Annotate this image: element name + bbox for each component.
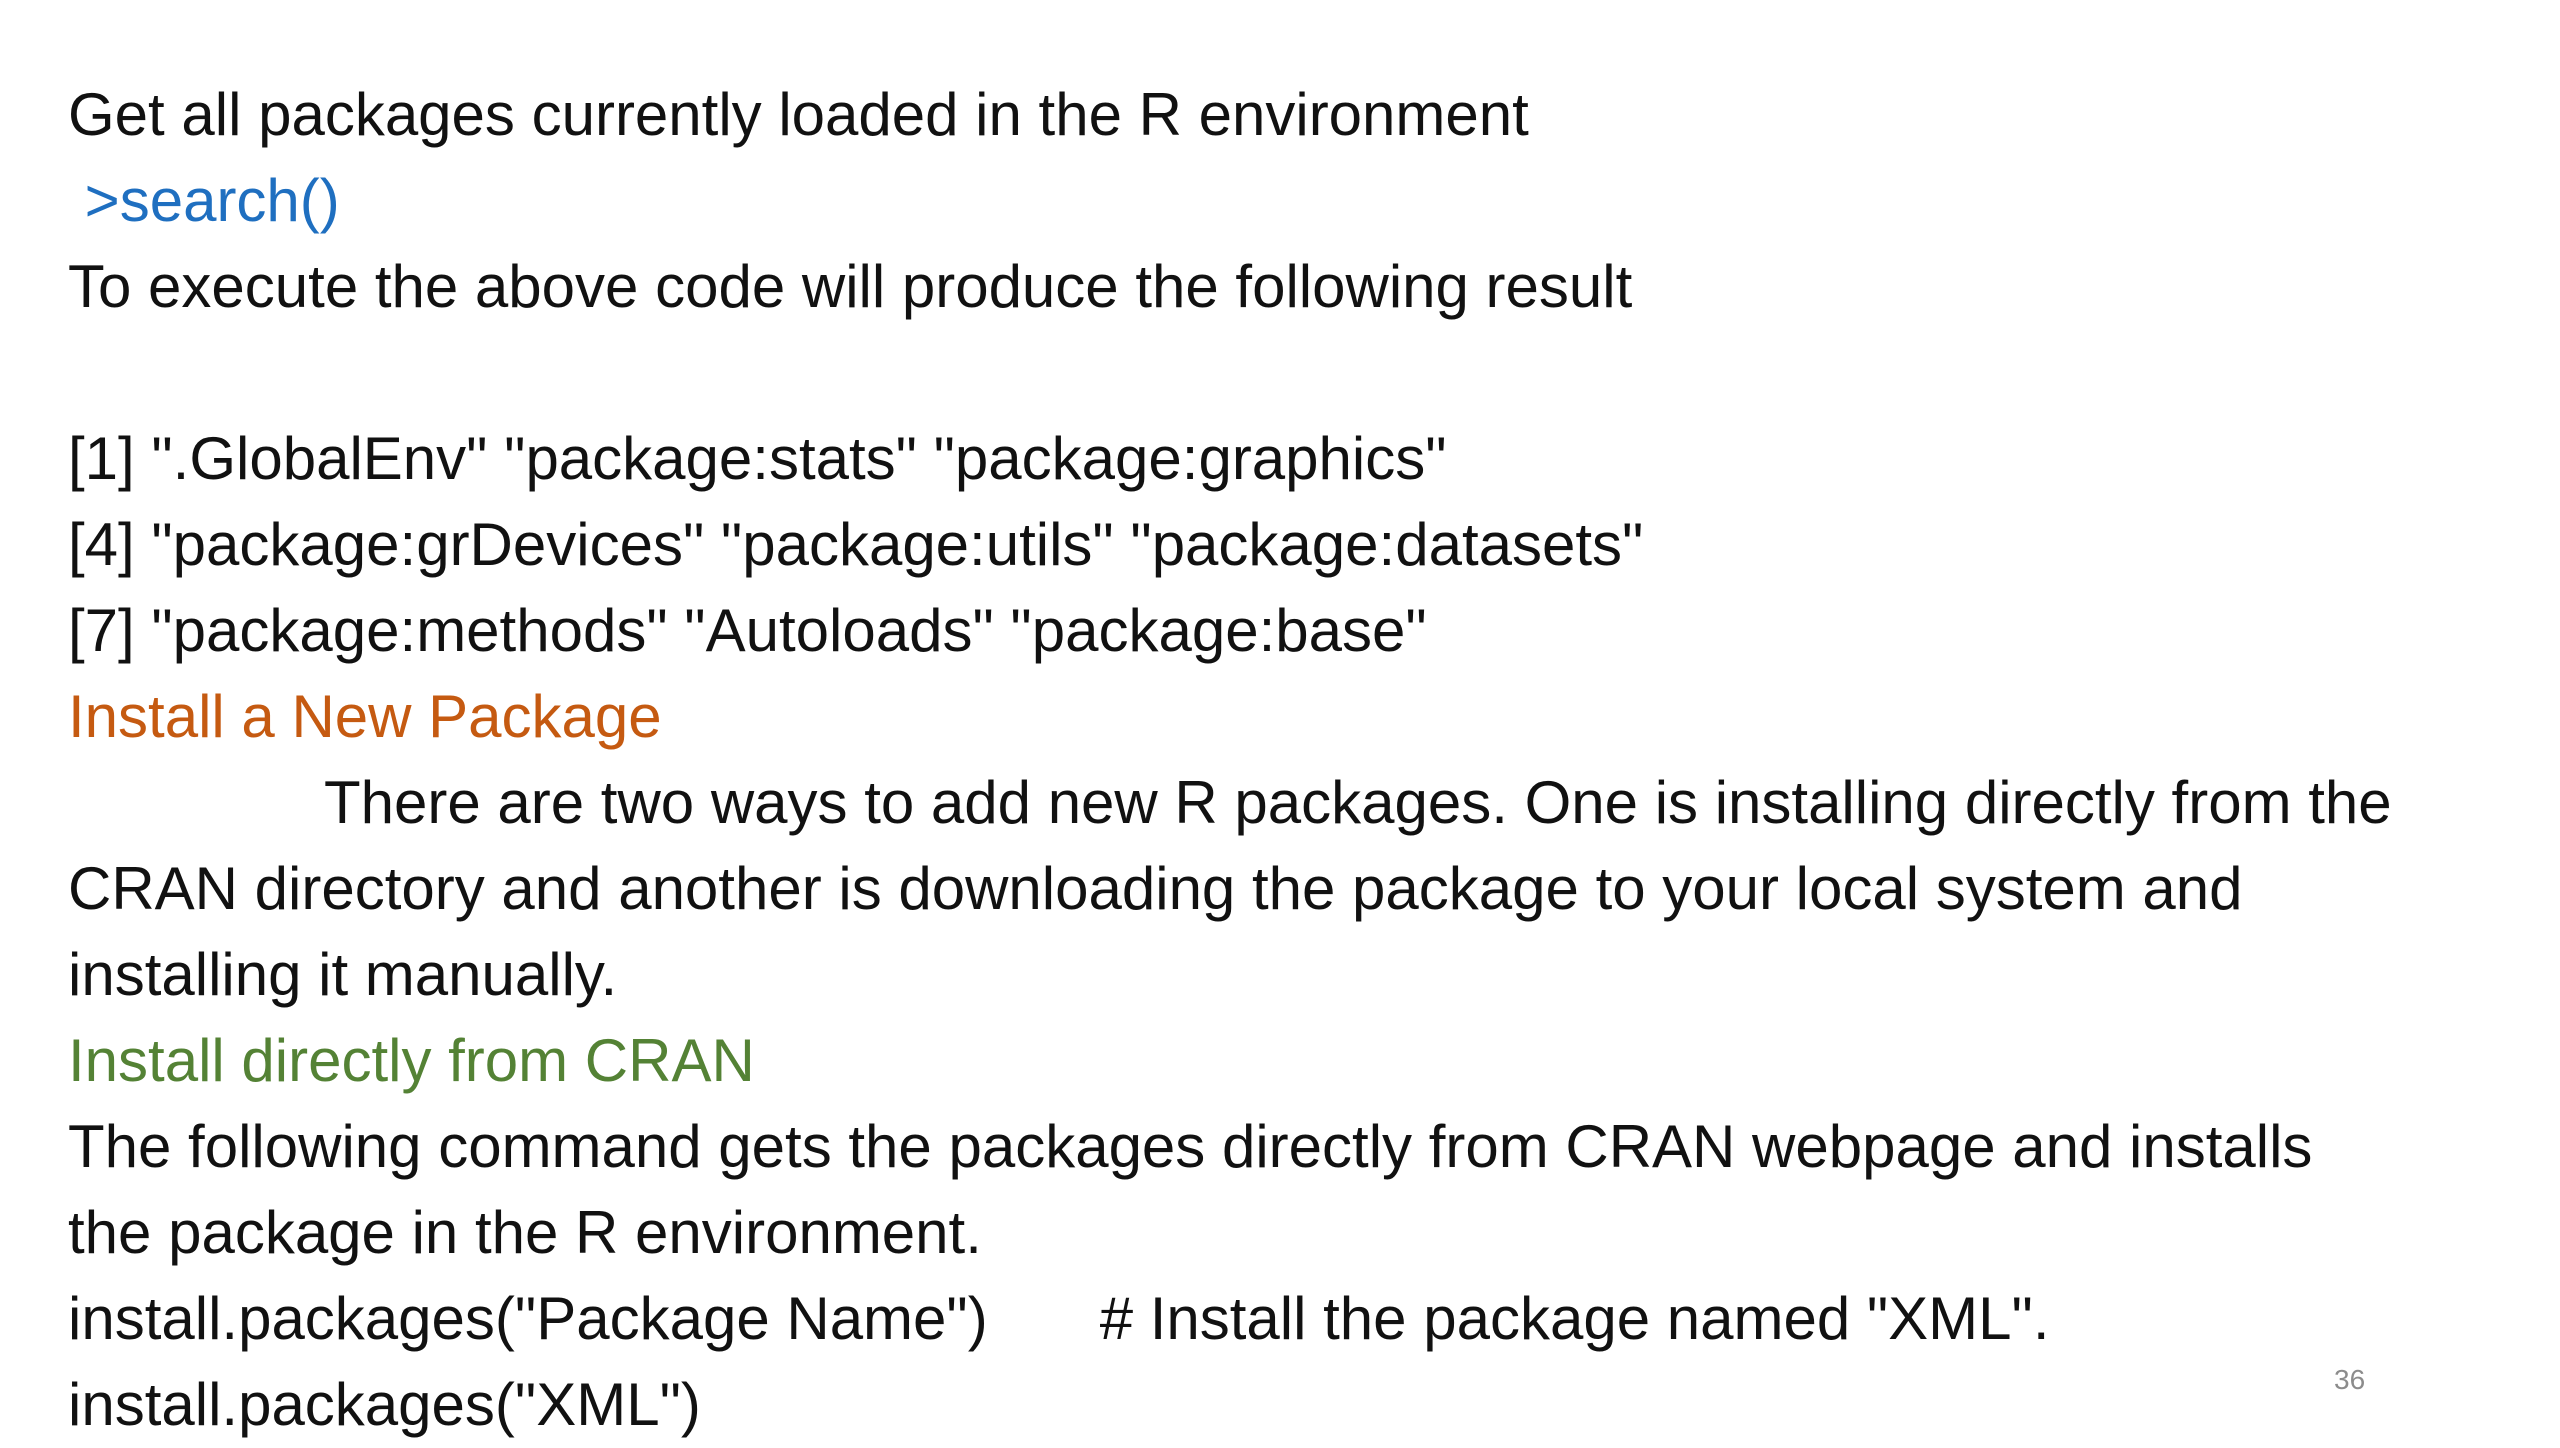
- paragraph-line-2: CRAN directory and another is downloadin…: [68, 855, 2243, 922]
- result-line-1: [1] ".GlobalEnv" "package:stats" "packag…: [68, 425, 1447, 492]
- install-generic-code: install.packages("Package Name"): [68, 1285, 988, 1352]
- install-generic-code-line: install.packages("Package Name") # Instal…: [68, 1276, 2548, 1362]
- slide-content: Get all packages currently loaded in the…: [68, 72, 2548, 1448]
- blank-line: [68, 330, 2548, 416]
- result-intro-text: To execute the above code will produce t…: [68, 253, 1633, 320]
- heading-install-from-cran: Install directly from CRAN: [68, 1027, 755, 1094]
- search-code-text: >search(): [84, 167, 340, 234]
- paragraph-line-1: There are two ways to add new R packages…: [324, 769, 2392, 836]
- search-code: >search(): [68, 158, 2548, 244]
- intro-text: Get all packages currently loaded in the…: [68, 81, 1529, 148]
- cran-text-line-2: the package in the R environment.: [68, 1199, 982, 1266]
- result-line-3: [7] "package:methods" "Autoloads" "packa…: [68, 597, 1427, 664]
- install-comment: # Install the package named "XML".: [1099, 1285, 2050, 1352]
- result-line-2: [4] "package:grDevices" "package:utils" …: [68, 511, 1644, 578]
- cran-text-line-1: The following command gets the packages …: [68, 1113, 2313, 1180]
- install-xml-code: install.packages("XML"): [68, 1371, 701, 1438]
- heading-install-new-package: Install a New Package: [68, 683, 662, 750]
- page-number: 36: [2334, 1364, 2366, 1395]
- paragraph-line-3: installing it manually.: [68, 941, 618, 1008]
